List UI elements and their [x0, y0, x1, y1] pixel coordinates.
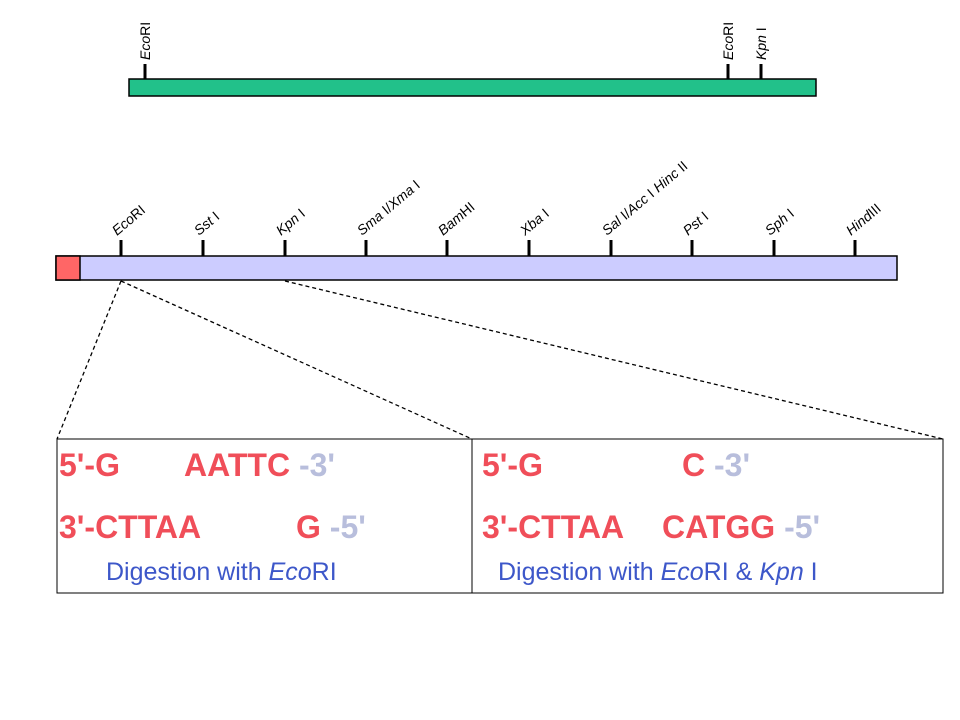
caption-part: Digestion with	[498, 558, 661, 586]
caption-part: Eco	[269, 558, 312, 586]
insert-site-label-ecori-2: EcoRI	[720, 22, 736, 60]
vector-site-label-psti: Pst I	[680, 208, 712, 238]
panel-ecori-kpni-top-left: 5'-G	[482, 447, 543, 483]
caption-part: RI	[312, 558, 337, 586]
insert-bar	[128, 78, 817, 97]
panel-ecori-bottom-left: 3'-CTTAA	[59, 509, 201, 545]
zoom-lines	[56, 280, 944, 440]
panel-ecori-kpni-bottom-end: -5'	[784, 509, 820, 545]
panel-ecori-kpni-caption: Digestion with EcoRI & Kpn I	[498, 558, 818, 586]
panel-ecori-kpni-top-end: -3'	[714, 447, 750, 483]
panel-ecori-box	[56, 438, 473, 594]
site-label-part: Kpn	[753, 35, 769, 60]
vector-site-label-xbai: Xba I	[516, 205, 552, 239]
site-label-part: Eco	[137, 36, 153, 60]
panel-ecori-kpni-bottom-right: CATGG	[662, 509, 775, 545]
site-label-part: RI	[720, 22, 736, 36]
caption-part: RI &	[704, 558, 760, 586]
vector-site-label-ecori: EcoRI	[109, 202, 148, 239]
site-label-part: I	[753, 27, 769, 35]
panel-ecori-top-right: AATTC	[184, 447, 290, 483]
caption-part: Kpn	[759, 558, 803, 586]
caption-part: I	[804, 558, 818, 586]
vector-site-label-sali-acci-hincii: Sal I/Acc I Hinc II	[599, 158, 691, 239]
panel-ecori-top-left: 5'-G	[59, 447, 120, 483]
vector-site-label-kpni: Kpn I	[273, 205, 308, 238]
panel-ecori-top-end: -3'	[299, 447, 335, 483]
caption-part: Eco	[661, 558, 704, 586]
vector-end-segment	[55, 255, 81, 281]
vector-site-label-sphi: Sph I	[762, 205, 797, 238]
vector-site-label-hindiii: HindIII	[843, 200, 884, 238]
panel-ecori-kpni-top-strand: 5'-G C -3'	[482, 447, 750, 483]
sequence-panels: 5'-G AATTC -3' 3'-CTTAA G -5' Digestion …	[56, 438, 944, 594]
insert-site-label-kpni: Kpn I	[753, 27, 769, 60]
zoom-line-middle	[120, 280, 473, 440]
panel-ecori-bottom-end: -5'	[330, 509, 366, 545]
vector-mcs: EcoRI Sst I Kpn I Sma I/Xma I BamHI Xba …	[55, 158, 898, 281]
site-label-part: RI	[137, 22, 153, 36]
vector-site-label-smai-xmai: Sma I/Xma I	[354, 177, 423, 239]
vector-site-label-bamhi: BamHI	[435, 199, 478, 239]
site-label-part: Eco	[720, 36, 736, 60]
insert-fragment: EcoRI EcoRI Kpn I	[128, 22, 817, 97]
vector-bar	[55, 255, 898, 281]
panel-ecori-top-strand: 5'-G AATTC -3'	[59, 447, 335, 483]
panel-ecori-kpni-bottom-left: 3'-CTTAA	[482, 509, 624, 545]
caption-part: Digestion with	[106, 558, 269, 586]
panel-ecori-kpni-top-right: C	[682, 447, 705, 483]
panel-ecori-bottom-right: G	[296, 509, 321, 545]
insert-site-label-ecori-1: EcoRI	[137, 22, 153, 60]
zoom-line-right	[284, 280, 944, 440]
panel-ecori-caption: Digestion with EcoRI	[106, 558, 337, 586]
vector-site-label-ssti: Sst I	[191, 208, 223, 238]
panel-ecori-kpni-bottom-strand: 3'-CTTAA CATGG -5'	[482, 509, 820, 545]
panel-ecori-kpni-box	[471, 438, 944, 594]
zoom-line-left	[56, 280, 122, 440]
panel-ecori-bottom-strand: 3'-CTTAA G -5'	[59, 509, 366, 545]
